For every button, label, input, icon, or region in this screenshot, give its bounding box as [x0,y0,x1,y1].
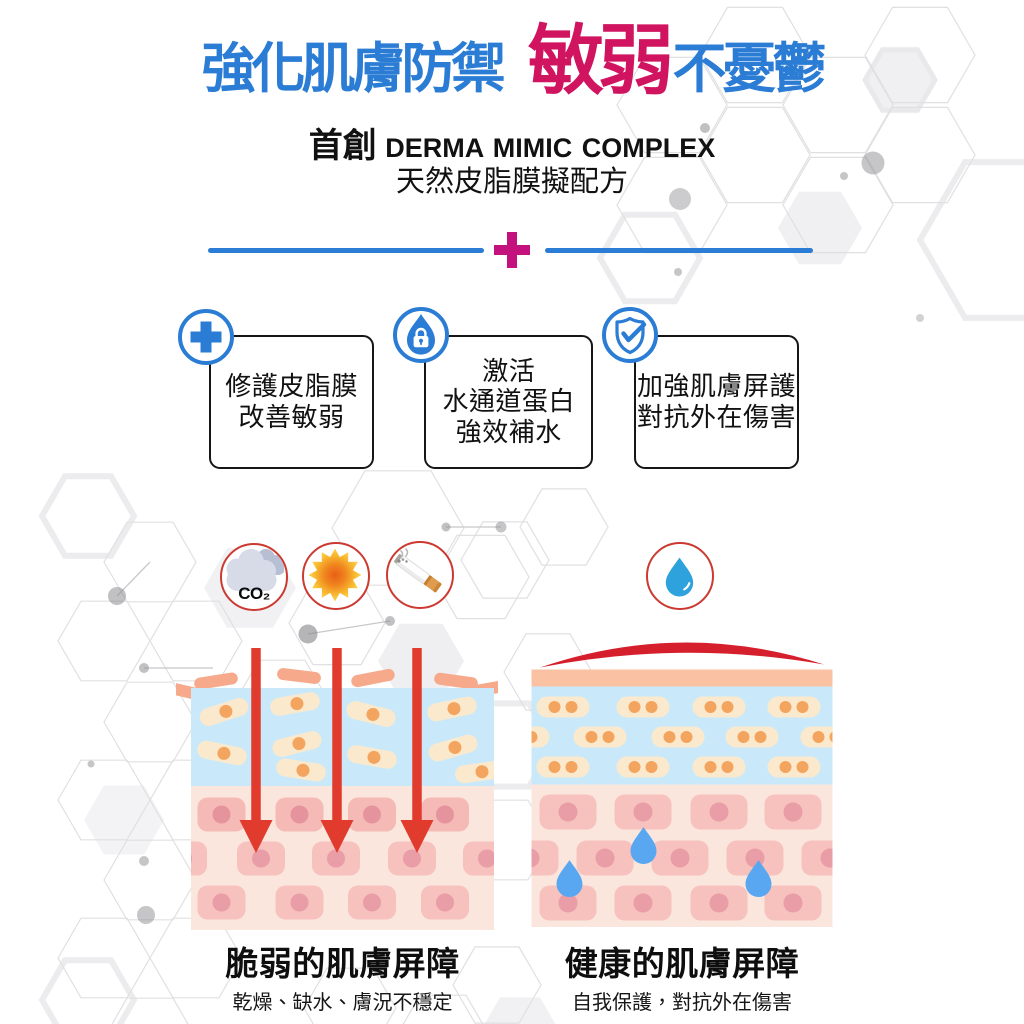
smoke [400,548,409,559]
healthy-skin-subtitle: 自我保護，對抗外在傷害 [572,992,792,1014]
cigarette-icon [393,548,442,593]
damaged-skin-title: 脆弱的肌膚屏障 [225,945,460,982]
hazard-circle-co2: CO₂ [220,543,288,611]
droplet-lock-icon [392,306,450,364]
damaged-skin-diagram [176,648,498,930]
headline-part2: 不憂鬱 [672,38,826,99]
feature-card-text: 加強肌膚屏護 對抗外在傷害 [636,371,796,432]
healthy-skin-title: 健康的肌膚屏障 [564,945,800,982]
divider-plus [494,232,530,268]
shield-check-icon [601,306,659,364]
divider-line-left [208,247,484,253]
front-cloud [226,549,277,591]
feature-card-hydrate: 激活 水通道蛋白 強效補水 [424,335,594,469]
benefit-circle-water [646,542,714,610]
plus-icon [494,232,530,268]
subtitle-line2: 天然皮脂膜擬配方 [395,166,628,198]
sebum-film-layer [531,669,833,687]
sun-icon [308,548,362,602]
subtitle-complex-name: DERMA MIMIC COMPLEX [385,133,716,163]
water-drop-icon [665,557,694,597]
co2-clouds-icon [226,549,284,591]
plus-circle-icon [177,308,235,366]
headline-part1: 強化肌膚防禦 [201,38,506,99]
protective-arc [540,642,824,668]
headline: 強化肌膚防禦 敏弱 不憂鬱 [0,0,1024,109]
feature-card-barrier: 加強肌膚屏護 對抗外在傷害 [633,335,800,469]
feature-card-text: 修護皮脂膜 改善敏弱 [225,371,358,432]
divider-line-right [545,247,813,253]
penetration-arrow [400,648,434,853]
feature-card-repair: 修護皮脂膜 改善敏弱 [208,335,375,469]
headline-highlight: 敏弱 [528,18,674,104]
co2-label: CO₂ [238,584,270,603]
subtitle-line1: 首創 DERMA MIMIC COMPLEX [0,118,1024,167]
penetration-arrow [239,648,273,853]
damaged-skin-subtitle: 乾燥、缺水、膚況不穩定 [232,992,453,1014]
feature-card-text: 激活 水通道蛋白 強效補水 [442,355,575,448]
hazard-circle-sun [302,542,370,610]
subtitle-prefix: 首創 [308,127,377,165]
healthy-skin-diagram [531,642,833,927]
hazard-circle-cigarette [386,541,454,609]
penetration-arrow [320,648,354,853]
